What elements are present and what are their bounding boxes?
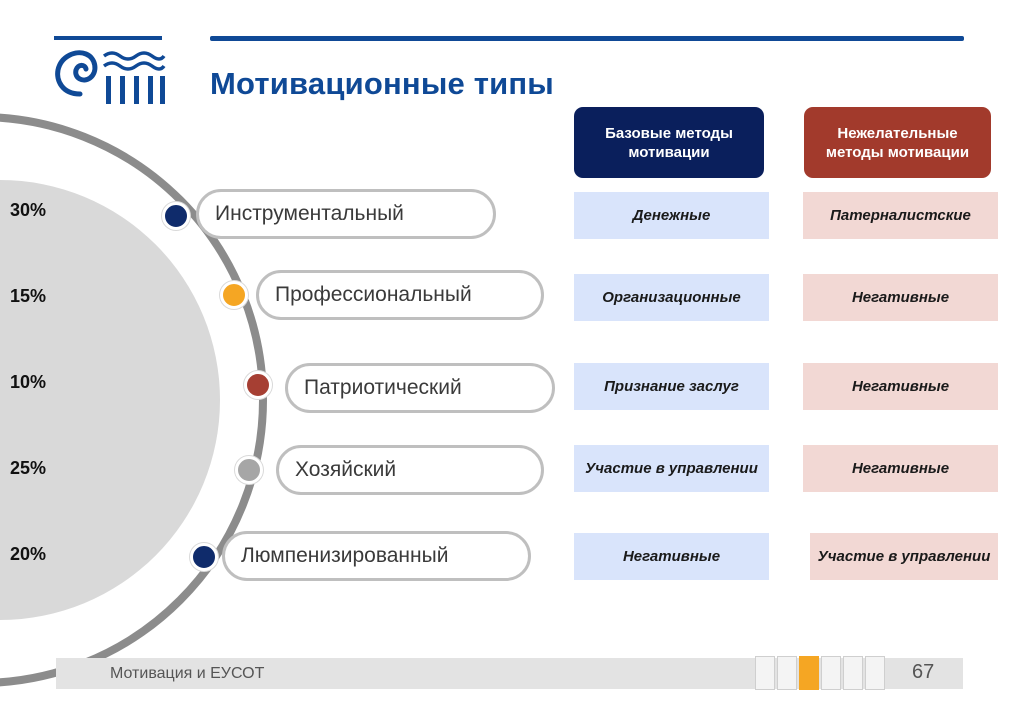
nav-square[interactable] xyxy=(821,656,841,690)
logo-icon xyxy=(54,36,166,104)
base-method-cell: Организационные xyxy=(574,274,769,321)
base-method-cell: Участие в управлении xyxy=(574,445,769,492)
type-marker-dot xyxy=(220,281,248,309)
percent-label: 25% xyxy=(10,458,47,478)
header-rule xyxy=(210,36,964,41)
percent-label: 10% xyxy=(10,372,47,392)
nav-square[interactable] xyxy=(843,656,863,690)
type-pill-professional: Профессиональный xyxy=(256,270,544,320)
negative-method-cell: Участие в управлении xyxy=(810,533,998,580)
type-marker-dot xyxy=(244,371,272,399)
negative-method-cell: Негативные xyxy=(803,274,998,321)
page-title: Мотивационные типы xyxy=(210,66,554,101)
percent-label: 20% xyxy=(10,544,47,564)
nav-square[interactable] xyxy=(777,656,797,690)
percent-label: 15% xyxy=(10,286,47,306)
nav-square[interactable] xyxy=(755,656,775,690)
footer-title: Мотивация и ЕУСОТ xyxy=(110,665,265,682)
negative-method-cell: Негативные xyxy=(803,445,998,492)
percent-label: 30% xyxy=(10,200,47,220)
negative-method-cell: Патерналистские xyxy=(803,192,998,239)
type-marker-dot xyxy=(190,543,218,571)
page-number: 67 xyxy=(912,661,935,683)
type-marker-dot xyxy=(235,456,263,484)
slide-nav-squares xyxy=(755,656,890,690)
base-method-cell: Денежные xyxy=(574,192,769,239)
base-methods-header: Базовые методы мотивации xyxy=(574,107,764,178)
type-pill-patriotic: Патриотический xyxy=(285,363,555,413)
negative-method-cell: Негативные xyxy=(803,363,998,410)
type-pill-lumpen: Люмпенизированный xyxy=(222,531,531,581)
negative-methods-header: Нежелательные методы мотивации xyxy=(804,107,991,178)
nav-square-active[interactable] xyxy=(799,656,819,690)
nav-square[interactable] xyxy=(865,656,885,690)
type-pill-proprietary: Хозяйский xyxy=(276,445,544,495)
type-marker-dot xyxy=(162,202,190,230)
base-method-cell: Негативные xyxy=(574,533,769,580)
type-pill-instrumental: Инструментальный xyxy=(196,189,496,239)
base-method-cell: Признание заслуг xyxy=(574,363,769,410)
